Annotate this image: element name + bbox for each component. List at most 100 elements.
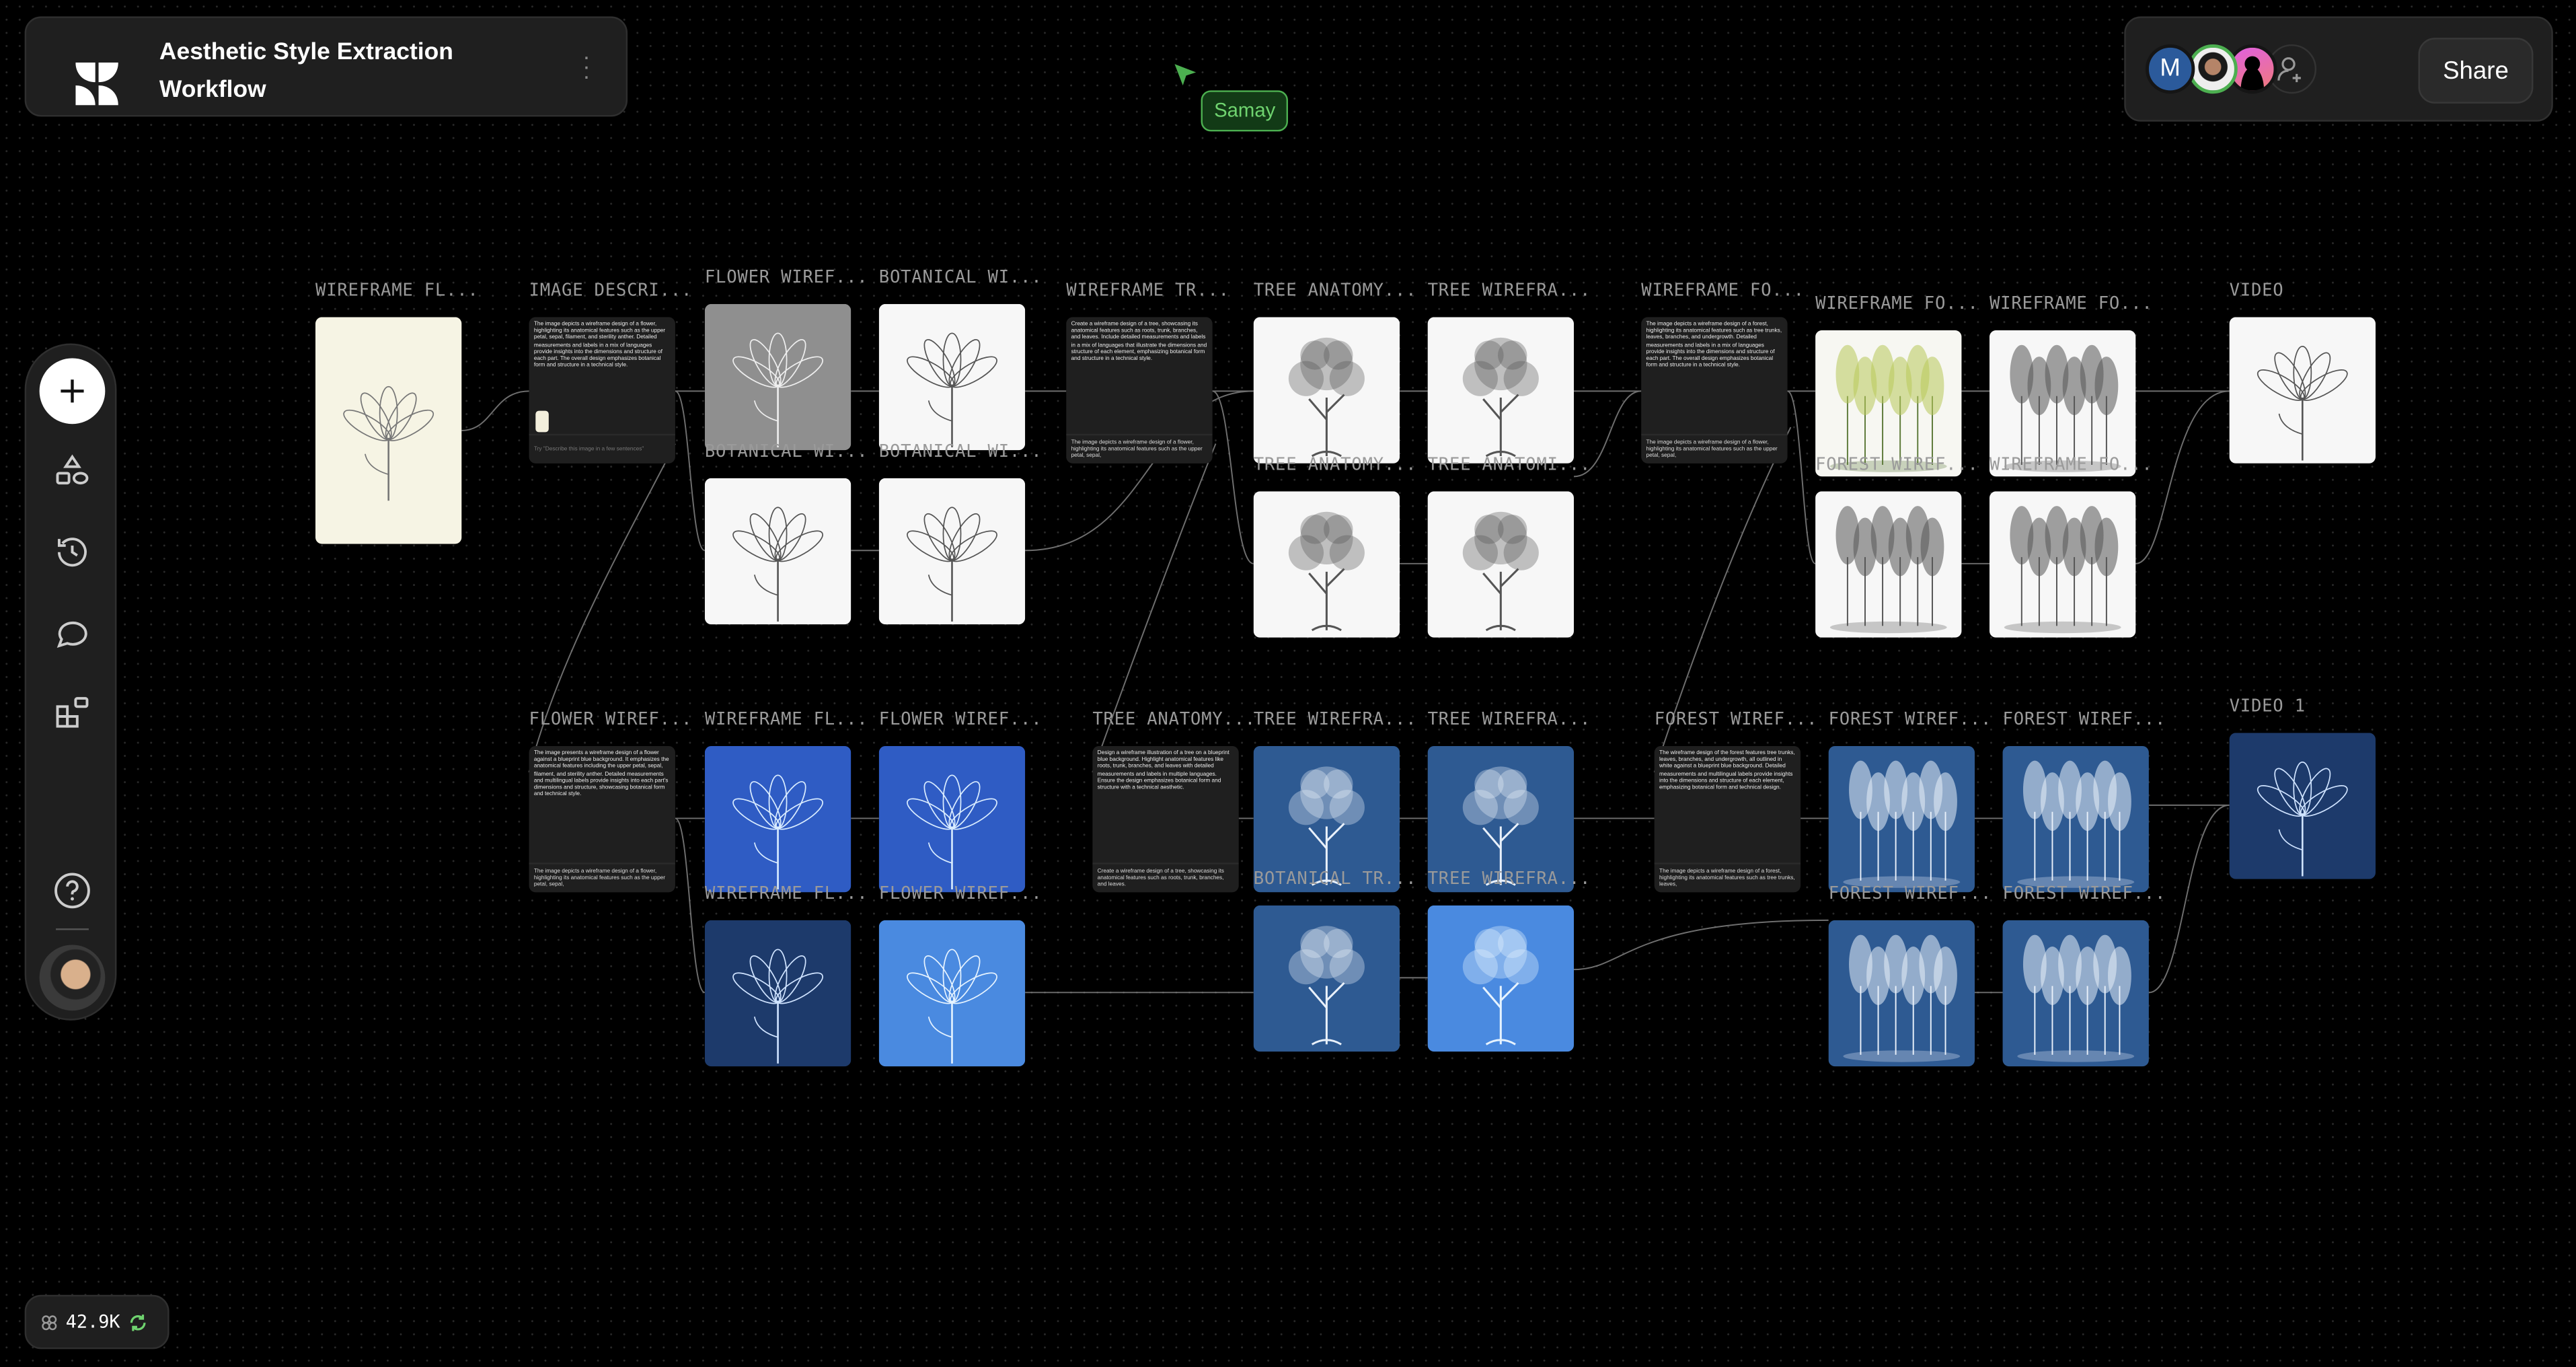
image-node[interactable] — [704, 920, 851, 1067]
image-node[interactable] — [878, 745, 1026, 893]
node-title[interactable]: FOREST WIREF... — [2002, 710, 2166, 730]
image-node[interactable] — [1253, 317, 1400, 464]
image-node[interactable] — [1253, 905, 1400, 1052]
image-node[interactable] — [1828, 745, 1975, 893]
image-node[interactable] — [1989, 330, 2136, 477]
node-title[interactable]: BOTANICAL WI... — [878, 442, 1043, 462]
image-node[interactable] — [1815, 491, 1962, 638]
node-title[interactable]: WIREFRAME FL... — [704, 884, 868, 904]
image-node[interactable] — [2002, 745, 2149, 893]
comment-icon[interactable] — [52, 613, 92, 653]
flower-image — [704, 920, 851, 1067]
avatar-placeholder[interactable] — [2228, 44, 2277, 94]
text-node[interactable]: The image depicts a wireframe design of … — [1641, 317, 1788, 464]
image-node[interactable] — [1427, 905, 1575, 1052]
node-title[interactable]: BOTANICAL WI... — [878, 268, 1043, 288]
shapes-icon[interactable] — [52, 452, 92, 492]
node-title[interactable]: TREE WIREFRA... — [1427, 869, 1591, 889]
forest-image — [2002, 920, 2149, 1067]
prompt-input[interactable]: Try "Describe this image in a few senten… — [529, 433, 675, 464]
node-title[interactable]: BOTANICAL TR... — [1253, 869, 1417, 889]
image-node[interactable] — [1427, 491, 1575, 638]
image-node[interactable] — [2002, 920, 2149, 1067]
node-title[interactable]: WIREFRAME FL... — [315, 281, 479, 301]
node-title[interactable]: TREE ANATOMY... — [1092, 710, 1256, 730]
node-title[interactable]: FOREST WIREF... — [2002, 884, 2166, 904]
image-node[interactable] — [1253, 491, 1400, 638]
node-title[interactable]: FOREST WIREF... — [1815, 455, 1979, 475]
text-node-content[interactable]: The image depicts a wireframe design of … — [1646, 320, 1782, 369]
node-title[interactable]: WIREFRAME FO... — [1641, 281, 1805, 301]
text-node-content[interactable]: The image presents a wireframe design of… — [533, 749, 669, 798]
avatar-m[interactable]: M — [2146, 44, 2195, 94]
image-node[interactable] — [704, 745, 851, 893]
text-node[interactable]: The image depicts a wireframe design of … — [529, 317, 675, 464]
node-title[interactable]: FLOWER WIREF... — [878, 884, 1043, 904]
text-node[interactable]: The image presents a wireframe design of… — [529, 745, 675, 893]
forest-image — [1828, 920, 1975, 1067]
node-title[interactable]: VIDEO — [2229, 281, 2284, 301]
text-node-content[interactable]: Create a wireframe design of a tree, sho… — [1071, 320, 1207, 362]
forest-image — [1989, 330, 2136, 477]
workflow-title[interactable]: Aesthetic Style Extraction Workflow — [159, 39, 453, 104]
forest-image — [1989, 491, 2136, 638]
node-title[interactable]: FLOWER WIREF... — [529, 710, 693, 730]
node-title[interactable]: WIREFRAME FL... — [704, 710, 868, 730]
help-icon[interactable] — [52, 871, 92, 911]
node-title[interactable]: TREE ANATOMY... — [1253, 455, 1417, 475]
more-vertical-icon[interactable]: ··· — [582, 42, 591, 89]
share-button[interactable]: Share — [2418, 38, 2534, 104]
text-node[interactable]: Create a wireframe design of a tree, sho… — [1066, 317, 1213, 464]
add-user-icon — [2277, 57, 2301, 83]
node-title[interactable]: WIREFRAME FO... — [1989, 294, 2153, 314]
image-node[interactable] — [878, 920, 1026, 1067]
node-title[interactable]: WIREFRAME FO... — [1989, 455, 2153, 475]
image-node[interactable] — [1828, 920, 1975, 1067]
text-node-content[interactable]: Design a wireframe illustration of a tre… — [1097, 749, 1229, 790]
image-node[interactable] — [1427, 317, 1575, 464]
node-title[interactable]: FOREST WIREF... — [1828, 710, 1992, 730]
history-icon[interactable] — [52, 532, 92, 572]
image-node[interactable] — [878, 303, 1026, 451]
text-node[interactable]: Design a wireframe illustration of a tre… — [1092, 745, 1239, 893]
image-node[interactable] — [1989, 491, 2136, 638]
image-node[interactable] — [1815, 330, 1962, 477]
node-title[interactable]: VIDEO 1 — [2229, 696, 2306, 716]
user-avatar[interactable] — [39, 945, 106, 1011]
image-node[interactable] — [315, 317, 462, 544]
avatar-collaborator-photo[interactable] — [2188, 44, 2238, 94]
text-node-content[interactable]: The image depicts a wireframe design of … — [533, 320, 666, 369]
image-node[interactable] — [1427, 745, 1575, 893]
node-title[interactable]: WIREFRAME TR... — [1066, 281, 1229, 301]
node-title[interactable]: WIREFRAME FO... — [1815, 294, 1979, 314]
workflow-title-card: Aesthetic Style Extraction Workflow ··· — [24, 16, 628, 117]
image-node[interactable] — [1253, 745, 1400, 893]
node-title[interactable]: FLOWER WIREF... — [878, 710, 1043, 730]
node-title[interactable]: TREE WIREFRA... — [1253, 710, 1417, 730]
image-node[interactable] — [878, 478, 1026, 625]
node-title[interactable]: TREE WIREFRA... — [1427, 281, 1591, 301]
apps-icon[interactable] — [52, 694, 92, 733]
video-node[interactable] — [2229, 317, 2376, 464]
node-title[interactable]: FOREST WIREF... — [1654, 710, 1818, 730]
text-node[interactable]: The wireframe design of the forest featu… — [1654, 745, 1801, 893]
node-title[interactable]: IMAGE DESCRI... — [529, 281, 693, 301]
flower-image — [315, 317, 462, 544]
refresh-icon[interactable] — [128, 1312, 148, 1331]
video-node[interactable] — [2229, 733, 2376, 879]
image-node[interactable] — [704, 303, 851, 451]
attached-image-thumbnail[interactable] — [535, 410, 549, 433]
image-node[interactable] — [704, 478, 851, 625]
node-title[interactable]: FOREST WIREF... — [1828, 884, 1992, 904]
add-node-button[interactable] — [39, 358, 106, 424]
credits-badge[interactable]: 42.9K — [24, 1294, 169, 1350]
toolbar-divider — [56, 928, 89, 930]
node-title[interactable]: TREE ANATOMI... — [1427, 455, 1591, 475]
text-node-content[interactable]: The wireframe design of the forest featu… — [1659, 749, 1795, 790]
node-title[interactable]: FLOWER WIREF... — [704, 268, 868, 288]
node-title[interactable]: BOTANICAL WI... — [704, 442, 868, 462]
four-leaf-logo-icon[interactable] — [75, 62, 118, 106]
node-title[interactable]: TREE WIREFRA... — [1427, 710, 1591, 730]
node-title[interactable]: TREE ANATOMY... — [1253, 281, 1417, 301]
